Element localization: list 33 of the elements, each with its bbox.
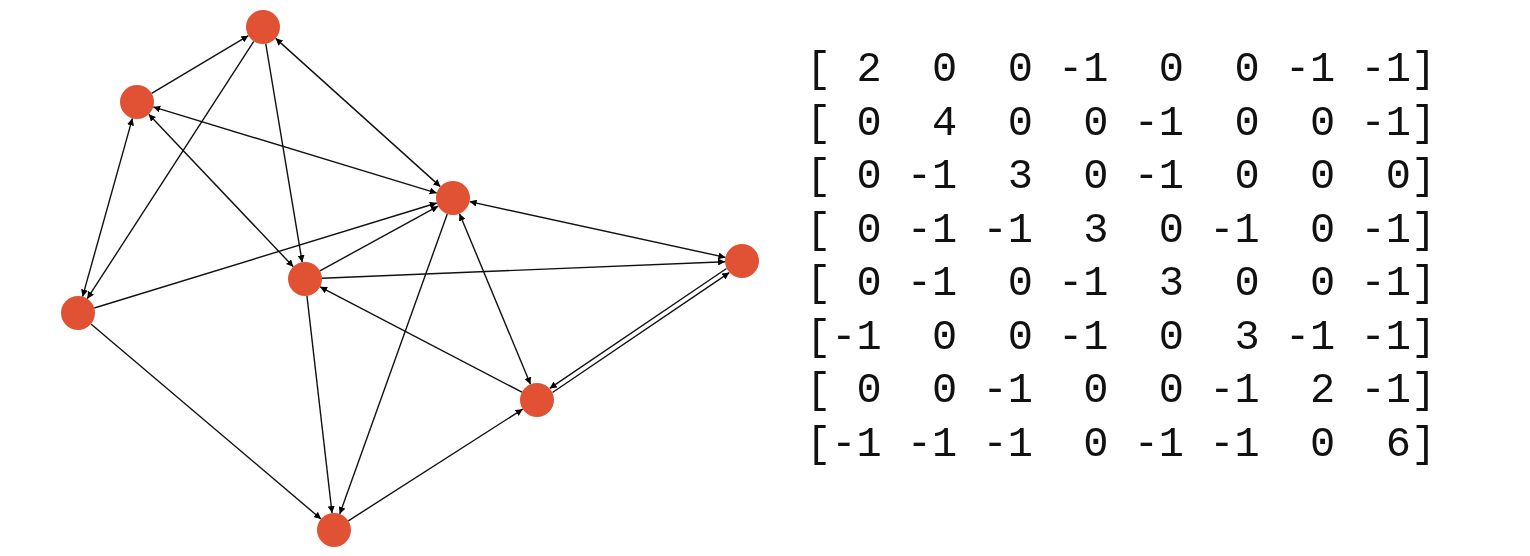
- matrix-row-text: [-1 0 0 -1 0 3 -1 -1]: [806, 312, 1437, 364]
- arrow: [319, 286, 523, 393]
- graph-vertex: [120, 85, 154, 119]
- matrix-row-text: [-1 -1 -1 0 -1 -1 0 6]: [806, 419, 1437, 471]
- matrix-row-text: [ 0 0 -1 0 0 -1 2 -1]: [806, 366, 1437, 417]
- matrix-row-text: [ 0 -1 -1 3 0 -1 0 -1]: [806, 205, 1437, 257]
- matrix-row-text: [ 0 4 0 0 -1 0 0 -1]: [806, 98, 1437, 150]
- arrow: [306, 295, 335, 514]
- matrix-row-text: [ 0 -1 0 -1 3 0 0 -1]: [806, 259, 1437, 310]
- graph-vertex: [246, 10, 280, 44]
- graph-vertex: [725, 244, 759, 278]
- graph-vertex: [520, 383, 554, 417]
- matrix-row-text: [ 0 -1 3 0 -1 0 0 0]: [806, 152, 1437, 203]
- matrix-row-text: [ 2 0 0 -1 0 0 -1 -1]: [806, 45, 1437, 96]
- graph-vertex: [436, 181, 470, 215]
- arrow: [90, 323, 322, 520]
- arrow: [319, 205, 439, 272]
- arrow: [86, 40, 255, 300]
- graph-vertex: [61, 296, 95, 330]
- graph-vertex: [317, 513, 351, 547]
- arrow: [152, 105, 438, 195]
- arrow: [321, 258, 726, 279]
- graph-vertex: [288, 262, 322, 296]
- arrow: [81, 117, 134, 298]
- arrow: [265, 43, 305, 263]
- arrow: [468, 199, 727, 260]
- arrow: [93, 201, 438, 309]
- arrow: [148, 113, 294, 268]
- arrow: [150, 35, 250, 94]
- arrow: [347, 408, 524, 522]
- arrow: [338, 213, 448, 515]
- arrow: [274, 37, 442, 188]
- arrow: [458, 213, 532, 385]
